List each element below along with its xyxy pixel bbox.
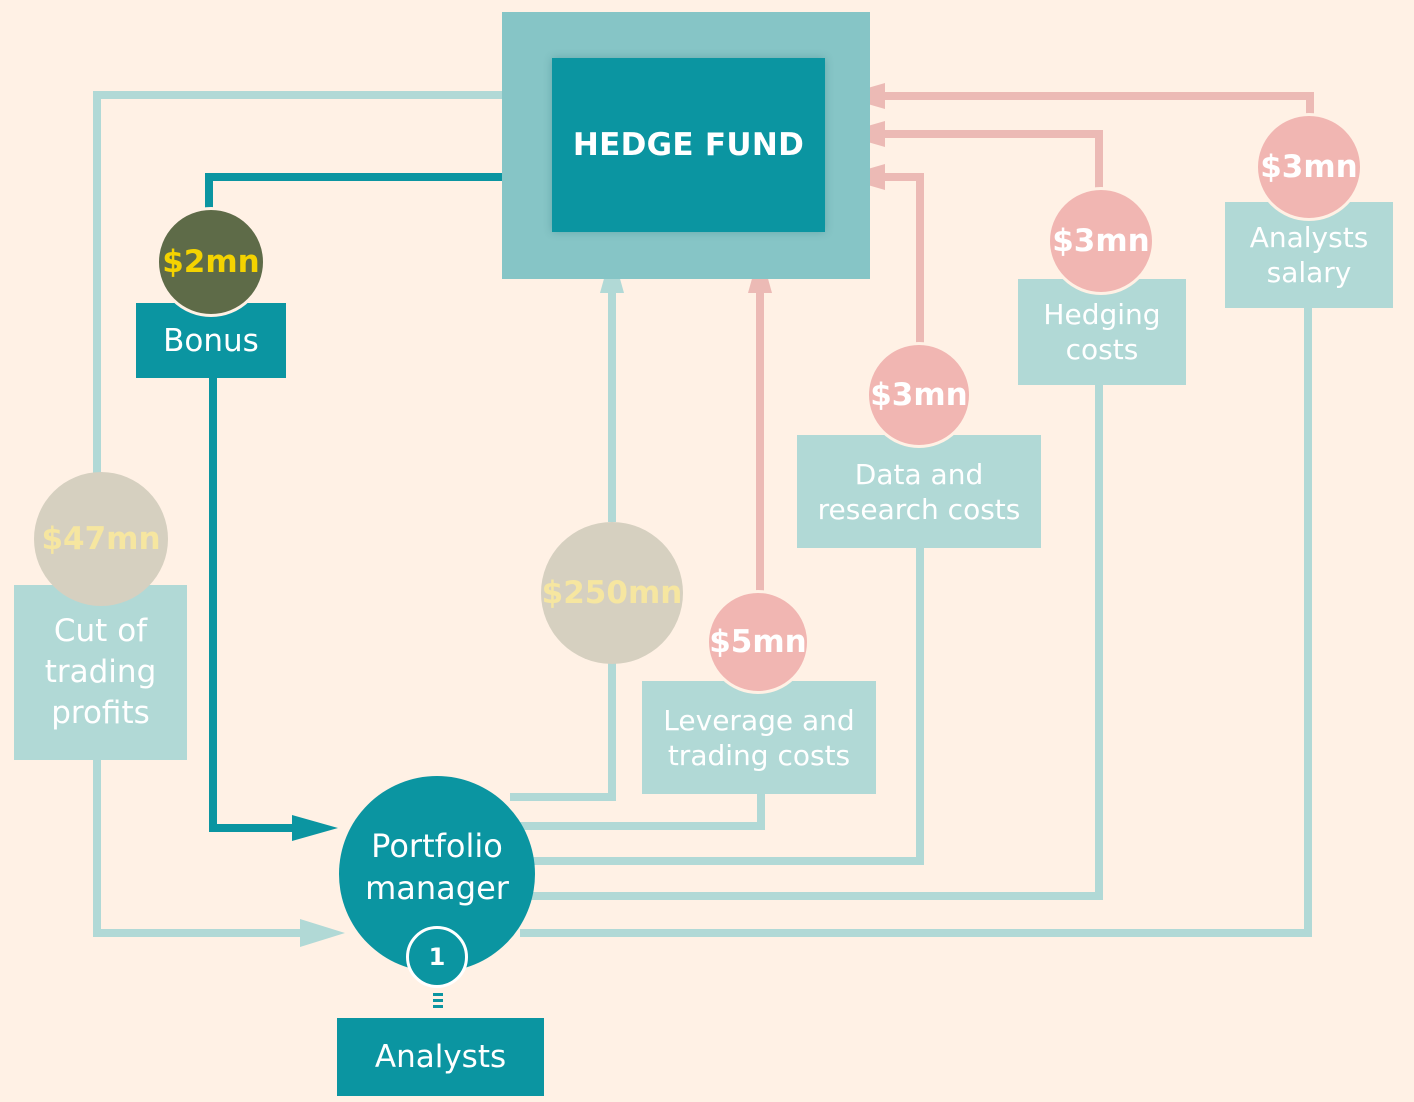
bonus-amount-circle: $2mn	[156, 207, 266, 317]
hedging-amount-circle: $3mn	[1047, 187, 1155, 295]
analysts-salary-amount: $3mn	[1260, 149, 1358, 185]
portfolio-manager-count: 1	[428, 943, 446, 971]
bonus-label: Bonus	[163, 322, 259, 359]
data-research-amount: $3mn	[870, 377, 968, 413]
hedging-label: Hedging costs	[1043, 298, 1161, 366]
portfolio-manager-node: Portfolio manager	[339, 776, 535, 972]
leverage-box: Leverage and trading costs	[642, 681, 876, 794]
capital-amount: $250mn	[541, 575, 683, 611]
analysts-label: Analysts	[374, 1039, 507, 1075]
capital-amount-circle: $250mn	[541, 522, 683, 664]
analysts-dotted-link	[432, 993, 444, 1015]
portfolio-manager-count-badge: 1	[406, 926, 468, 988]
leverage-label: Leverage and trading costs	[663, 703, 855, 772]
bonus-connector	[205, 173, 555, 841]
profit-cut-amount: $47mn	[41, 521, 161, 557]
bonus-arrowhead	[292, 815, 338, 841]
hedge-fund-box: HEDGE FUND	[552, 58, 825, 232]
hedge-fund-label: HEDGE FUND	[572, 127, 805, 163]
leverage-amount: $5mn	[709, 624, 807, 660]
analysts-salary-amount-circle: $3mn	[1255, 113, 1363, 221]
portfolio-manager-label: Portfolio manager	[365, 827, 509, 907]
leverage-amount-circle: $5mn	[706, 590, 810, 694]
hedging-box: Hedging costs	[1018, 279, 1186, 385]
profit-cut-label: Cut of trading profits	[44, 613, 157, 731]
profit-cut-amount-circle: $47mn	[34, 472, 168, 606]
bonus-amount: $2mn	[162, 244, 260, 280]
analysts-box: Analysts	[337, 1018, 544, 1096]
data-research-label: Data and research costs	[817, 457, 1021, 526]
profit-cut-box: Cut of trading profits	[14, 585, 187, 760]
profit-cut-arrowhead	[300, 919, 345, 947]
data-research-box: Data and research costs	[797, 435, 1041, 548]
profit-cut-connector	[93, 91, 555, 947]
hedging-amount: $3mn	[1052, 223, 1150, 259]
data-research-amount-circle: $3mn	[866, 342, 972, 448]
analysts-salary-label: Analysts salary	[1249, 221, 1369, 289]
